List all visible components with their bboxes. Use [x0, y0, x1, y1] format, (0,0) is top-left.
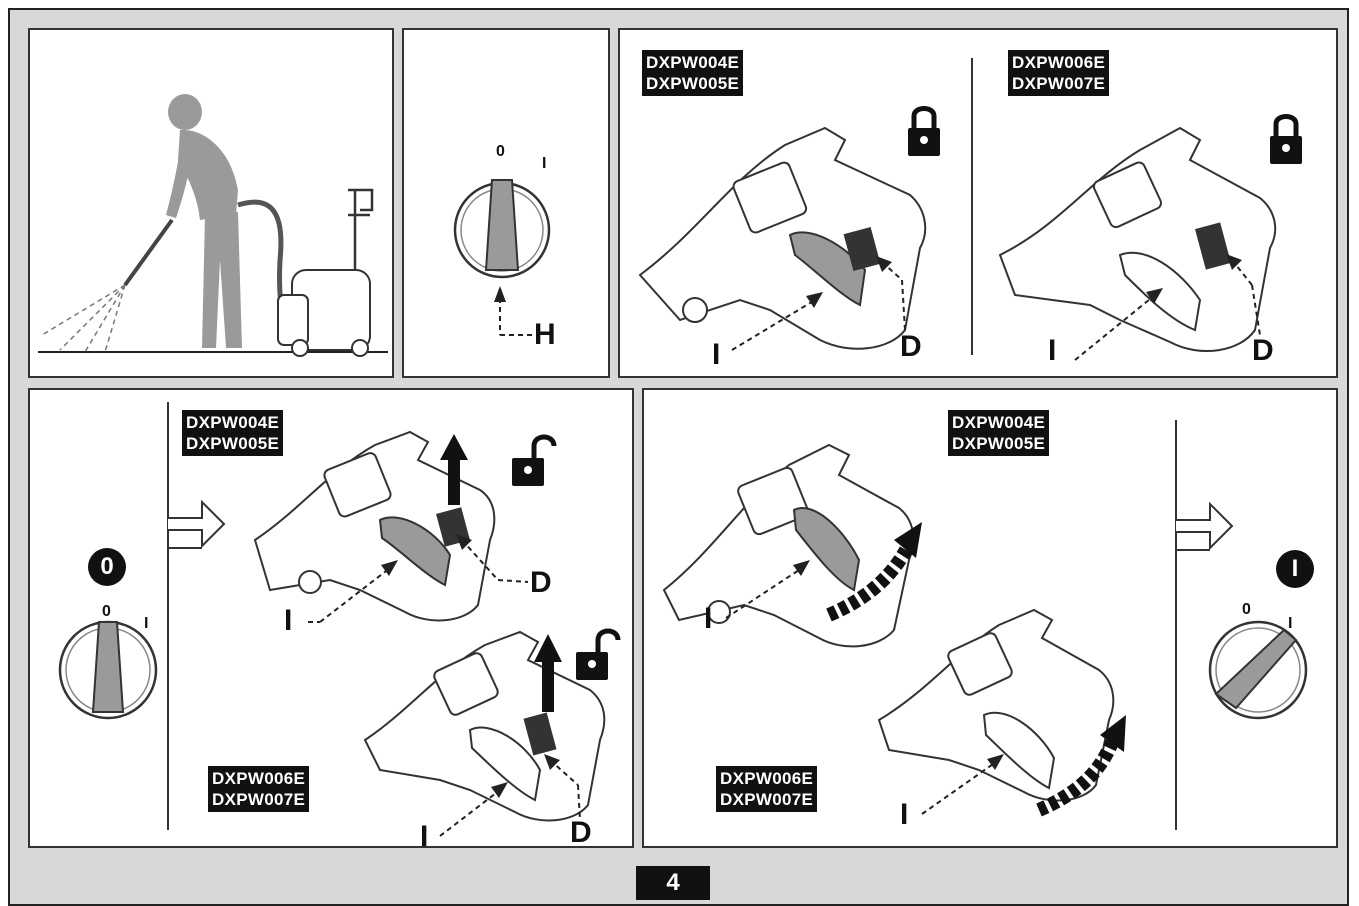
callout-i-right: I — [1048, 334, 1057, 367]
switch-on-badge: I — [1276, 550, 1314, 588]
dial-off-label: 0 — [102, 603, 111, 620]
model-label: DXPW006E — [1012, 53, 1106, 72]
dial-off-label: 0 — [496, 143, 505, 160]
model-label: DXPW007E — [212, 790, 306, 809]
model-label: DXPW005E — [186, 434, 280, 453]
panel-trigger-lock: DXPW004E DXPW005E DXPW006E DXPW007E I D … — [618, 28, 1338, 378]
panel-switch: 0 I H — [402, 28, 610, 378]
panel-unlock: 0 0 I DXPW004E DXPW005E DXPW006E DXPW007… — [28, 388, 634, 848]
callout-d-right: D — [1252, 334, 1274, 367]
panel-start: DXPW004E DXPW005E DXPW006E DXPW007E I I … — [642, 388, 1338, 848]
start-illustration — [662, 420, 1308, 830]
model-tag-bottom: DXPW006E DXPW007E — [716, 766, 818, 812]
panel-operator — [28, 28, 394, 378]
callout-i-left: I — [712, 338, 721, 371]
model-label: DXPW007E — [1012, 74, 1106, 93]
operator-illustration — [38, 94, 388, 357]
model-tag-top: DXPW004E DXPW005E — [182, 410, 284, 456]
model-label: DXPW006E — [720, 769, 814, 788]
model-tag-top: DXPW004E DXPW005E — [948, 410, 1050, 456]
callout-h: H — [534, 318, 556, 351]
dial-on-label: I — [1288, 615, 1293, 632]
dial-on-label: I — [144, 615, 149, 632]
callout-i-bottom: I — [900, 798, 909, 831]
unlock-illustration — [58, 402, 621, 837]
callout-i-top: I — [284, 604, 293, 637]
callout-i-bottom: I — [420, 820, 429, 848]
callout-i-top: I — [704, 602, 713, 635]
trigger-lock-illustration — [638, 58, 1302, 361]
model-tag-bottom: DXPW006E DXPW007E — [208, 766, 310, 812]
model-label: DXPW005E — [952, 434, 1046, 453]
manual-page: 0 I H — [8, 8, 1349, 906]
callout-d-bottom: D — [570, 816, 592, 848]
callout-d-left: D — [900, 330, 922, 363]
page-number: 4 — [636, 866, 710, 900]
model-label: DXPW004E — [186, 413, 280, 432]
dial-on-label: I — [542, 155, 547, 172]
switch-dial-illustration — [453, 179, 551, 336]
model-label: DXPW006E — [212, 769, 306, 788]
model-label: DXPW007E — [720, 790, 814, 809]
model-tag-left: DXPW004E DXPW005E — [642, 50, 744, 96]
callout-d-top: D — [530, 566, 552, 599]
model-label: DXPW004E — [952, 413, 1046, 432]
dial-off-label: 0 — [1242, 601, 1251, 618]
model-tag-right: DXPW006E DXPW007E — [1008, 50, 1110, 96]
switch-off-badge: 0 — [88, 548, 126, 586]
model-label: DXPW005E — [646, 74, 740, 93]
model-label: DXPW004E — [646, 53, 740, 72]
